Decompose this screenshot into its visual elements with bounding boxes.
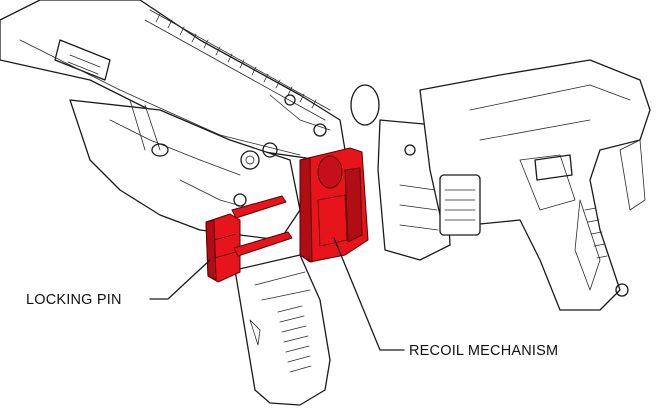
locking-pin-label: LOCKING PIN [26, 292, 122, 308]
recoil-mechanism-part [299, 147, 369, 263]
sling-loop [350, 84, 380, 126]
stock-ribs [584, 207, 608, 259]
lower-receiver [69, 99, 301, 241]
folding-stock [377, 59, 651, 311]
pistol-grip [234, 254, 331, 406]
recoil-mechanism-leader [333, 237, 405, 351]
grip-texture-slots [277, 305, 312, 373]
locking-pin-leader [149, 259, 211, 300]
hinge-knuckle [439, 174, 481, 236]
recoil-mechanism-label: RECOIL MECHANISM [409, 343, 558, 359]
receiver-label-plate [54, 39, 111, 81]
stock-latch [534, 154, 573, 181]
locking-pin-part [205, 195, 293, 283]
rail-teeth [155, 13, 317, 109]
